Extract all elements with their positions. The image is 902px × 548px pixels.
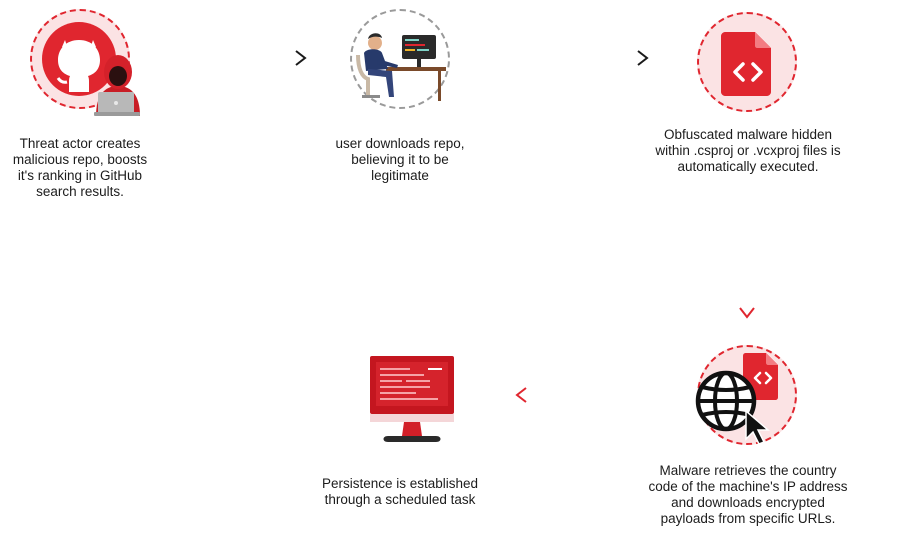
caption-line: Persistence is established [321, 476, 479, 491]
caption-line: through a scheduled task [324, 492, 476, 507]
user-at-computer-icon [356, 33, 446, 101]
step-5-caption: Persistence is established through a sch… [290, 476, 510, 508]
arrow-step-2-to-3 [520, 50, 649, 66]
arrow-step-4-to-5 [515, 387, 644, 403]
step-1-caption: Threat actor creates malicious repo, boo… [0, 136, 168, 200]
caption-line: Threat actor creates [19, 136, 141, 151]
caption-line: legitimate [371, 168, 429, 183]
caption-line: malicious repo, boosts [12, 152, 148, 167]
monitor-icon [370, 356, 454, 442]
caption-line: code of the machine's IP address [648, 479, 848, 494]
caption-line: automatically executed. [677, 159, 819, 174]
caption-line: Obfuscated malware hidden [663, 127, 833, 142]
globe-code-cursor-icon [695, 353, 778, 445]
step-3-caption: Obfuscated malware hidden within .csproj… [630, 127, 866, 175]
caption-line: it's ranking in GitHub [17, 168, 143, 183]
caption-line: Malware retrieves the country [659, 463, 837, 478]
caption-line: and downloads encrypted [671, 495, 825, 510]
caption-line: user downloads repo, [335, 136, 465, 151]
arrow-step-3-to-4 [739, 192, 755, 319]
step-2-caption: user downloads repo, believing it to be … [310, 136, 490, 184]
caption-line: payloads from specific URLs. [660, 511, 836, 526]
caption-line: within .csproj or .vcxproj files is [655, 143, 841, 158]
github-hacker-icon [42, 22, 140, 116]
arrow-step-1-to-2 [178, 50, 307, 66]
code-file-icon [721, 32, 771, 96]
caption-line: search results. [36, 184, 124, 199]
step-4-caption: Malware retrieves the country code of th… [626, 463, 870, 527]
caption-line: believing it to be [351, 152, 449, 167]
